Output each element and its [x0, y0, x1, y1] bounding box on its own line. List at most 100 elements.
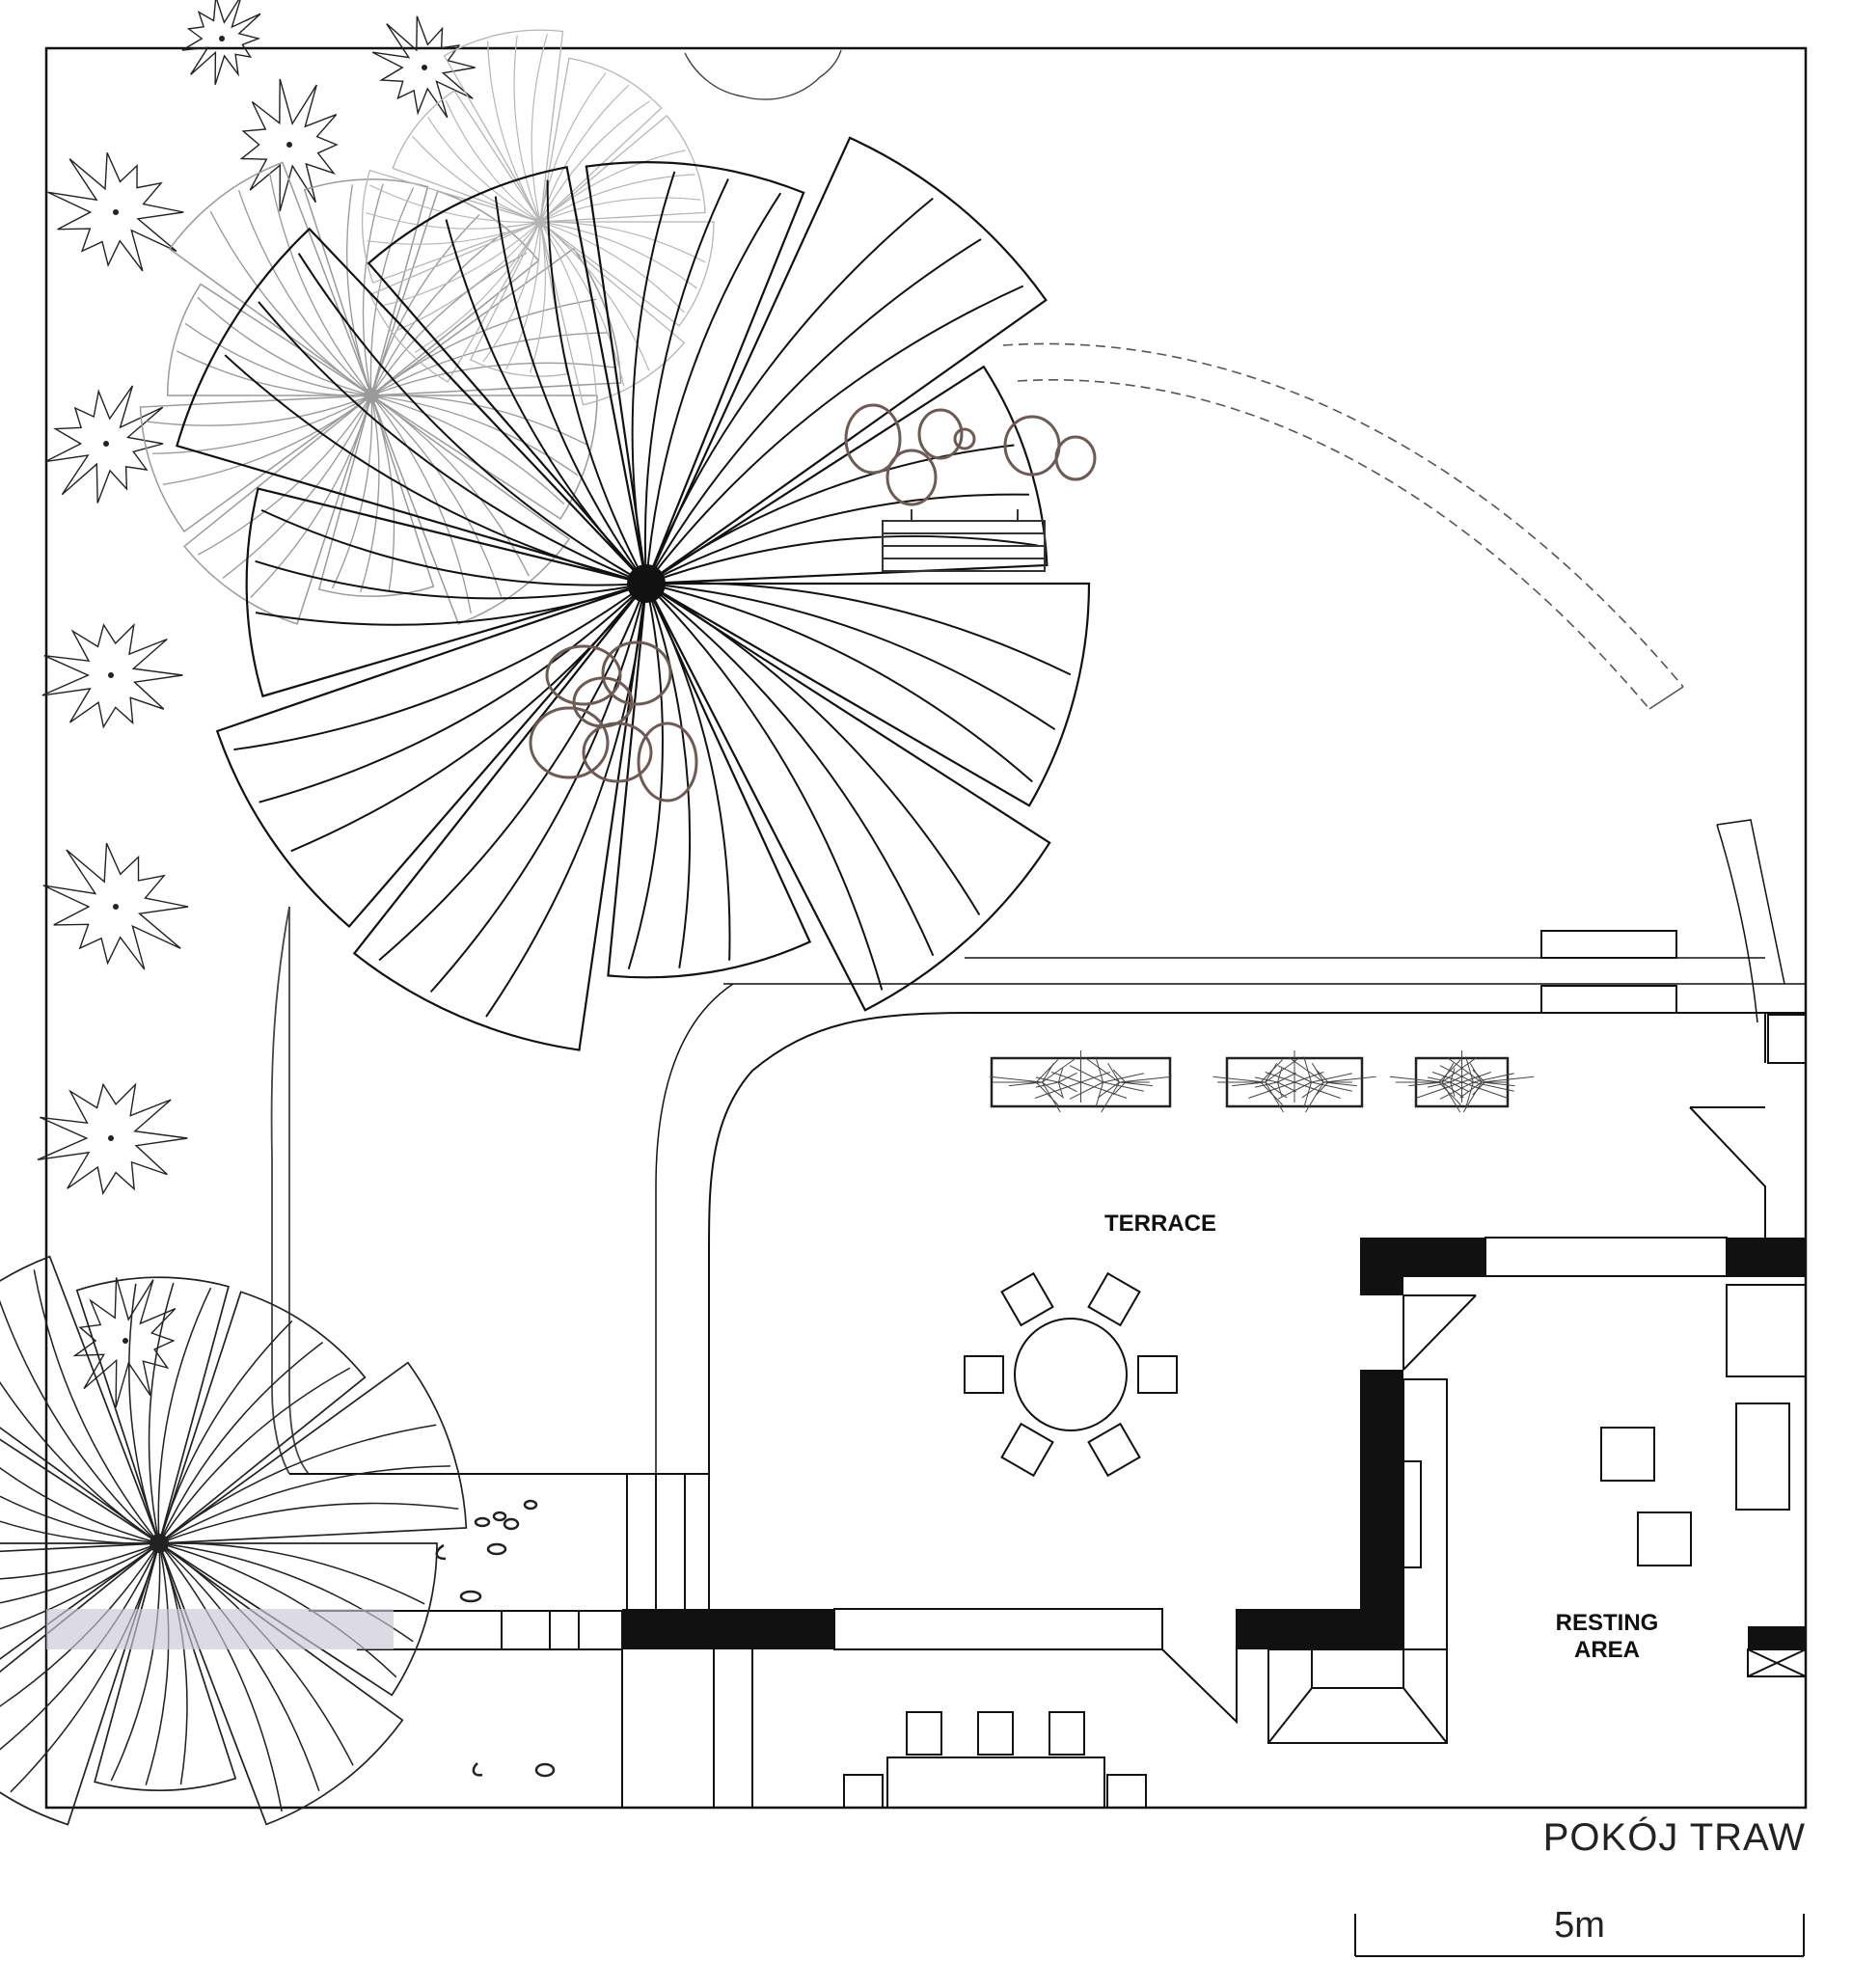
- small-tree-canopy: [0, 1255, 468, 1826]
- canopy-branch: [369, 187, 415, 396]
- canopy-segment: [157, 1291, 367, 1546]
- canopy-segment: [641, 582, 1091, 807]
- canopy-branch: [370, 395, 530, 577]
- boulders: [529, 403, 1097, 803]
- canopy-segment: [443, 29, 564, 225]
- canopy-branch: [482, 221, 541, 363]
- shrub-icon: [41, 622, 183, 729]
- canopy-branch: [0, 1495, 160, 1544]
- canopy-branch: [0, 1542, 160, 1604]
- canopy-branch: [539, 221, 697, 289]
- canopy-segment: [369, 393, 571, 625]
- canopy-branch: [367, 221, 541, 245]
- canopy-segment: [0, 1255, 161, 1546]
- scale-bar: [1354, 1914, 1805, 1957]
- canopy-branch: [0, 1542, 160, 1630]
- shrub-center: [108, 672, 114, 678]
- canopy-branch: [258, 301, 647, 585]
- canopy-segment: [538, 114, 706, 223]
- canopy-branch: [445, 219, 647, 585]
- canopy-branch: [645, 534, 1038, 585]
- shrub-center: [286, 142, 292, 148]
- canopy-segment: [643, 580, 1051, 1012]
- boulder-icon: [545, 644, 622, 706]
- canopy-segment: [0, 1540, 161, 1826]
- canopy-branch: [151, 395, 372, 454]
- shrub-icon: [371, 15, 476, 119]
- shrub-icon: [47, 152, 184, 272]
- canopy-branch: [370, 298, 597, 396]
- canopy-branch: [268, 173, 372, 396]
- canopy-branch: [33, 1269, 160, 1544]
- canopy-branch: [645, 493, 1029, 585]
- chair-icon: [1137, 1355, 1178, 1394]
- boulder-icon: [844, 403, 902, 475]
- canopy-segment: [539, 57, 663, 224]
- canopy-branch: [366, 212, 541, 230]
- canopy-branch: [645, 583, 1056, 730]
- terrace-bench-boxes: [1540, 930, 1807, 1064]
- canopy-branch: [429, 583, 647, 994]
- canopy-branch: [412, 136, 541, 223]
- canopy-segment: [538, 221, 715, 327]
- canopy-branch: [539, 174, 695, 223]
- canopy-branch: [110, 1542, 161, 1782]
- canopy-branch: [0, 1520, 160, 1544]
- canopy-branch: [0, 1542, 160, 1751]
- shrub-center: [219, 36, 225, 41]
- canopy-branch: [539, 197, 701, 223]
- dining-table: [843, 1711, 1147, 1809]
- canopy-branch: [224, 354, 647, 585]
- chair-icon: [1000, 1422, 1054, 1478]
- canopy-branch: [370, 395, 472, 613]
- canopy-branch: [0, 1542, 160, 1580]
- canopy-branch: [645, 285, 1024, 585]
- canopy-segment: [538, 220, 686, 406]
- boulder-icon: [1054, 435, 1097, 481]
- canopy-branch: [645, 583, 692, 968]
- canopy-segment: [215, 581, 650, 929]
- canopy-branch: [645, 583, 1033, 783]
- canopy-segment: [641, 365, 1049, 586]
- canopy-branch: [255, 583, 647, 626]
- terrace-label: TERRACE: [1104, 1211, 1216, 1237]
- canopy-branch: [645, 583, 731, 961]
- canopy-branch: [370, 395, 395, 592]
- small-stones: [435, 1499, 556, 1778]
- canopy-branch: [627, 583, 664, 970]
- canopy-branch: [331, 395, 373, 589]
- canopy-branch: [158, 1320, 293, 1544]
- canopy-segment: [156, 1361, 468, 1544]
- canopy-branch: [539, 100, 650, 223]
- canopy-branch: [539, 221, 706, 263]
- canopy-branch: [158, 1502, 459, 1544]
- canopy-segment: [157, 1540, 404, 1826]
- canopy-branch: [0, 1299, 160, 1544]
- resting-area-label-line1: RESTING: [1556, 1610, 1659, 1636]
- canopy-branch: [0, 1380, 160, 1544]
- canopy-segment: [168, 161, 373, 398]
- studio-name: POKÓJ TRAW: [1542, 1816, 1806, 1859]
- house-walls: [622, 1013, 1807, 1744]
- tree-trunk: [150, 1534, 169, 1553]
- canopy-branch: [10, 1542, 160, 1793]
- shrub-icon: [181, 0, 261, 86]
- shrub-center: [113, 209, 119, 215]
- canopy-branch: [362, 183, 384, 396]
- shrub-icon: [72, 1277, 177, 1408]
- round-table-icon: [964, 1271, 1178, 1478]
- scale-label: 5m: [1554, 1905, 1605, 1946]
- tree-trunk: [364, 388, 379, 403]
- canopy-segment: [352, 580, 648, 1051]
- chair-icon: [1087, 1271, 1141, 1327]
- canopy-segment: [392, 90, 542, 224]
- canopy-segment: [75, 1276, 230, 1546]
- bench-icon: [882, 509, 1046, 572]
- canopy-branch: [158, 1424, 437, 1544]
- canopy-branch: [370, 395, 503, 597]
- canopy-branch: [645, 192, 782, 585]
- grass-planters: [990, 1050, 1535, 1113]
- canopy-branch: [197, 395, 372, 556]
- boulder-icon: [529, 706, 610, 779]
- canopy-branch: [427, 117, 541, 223]
